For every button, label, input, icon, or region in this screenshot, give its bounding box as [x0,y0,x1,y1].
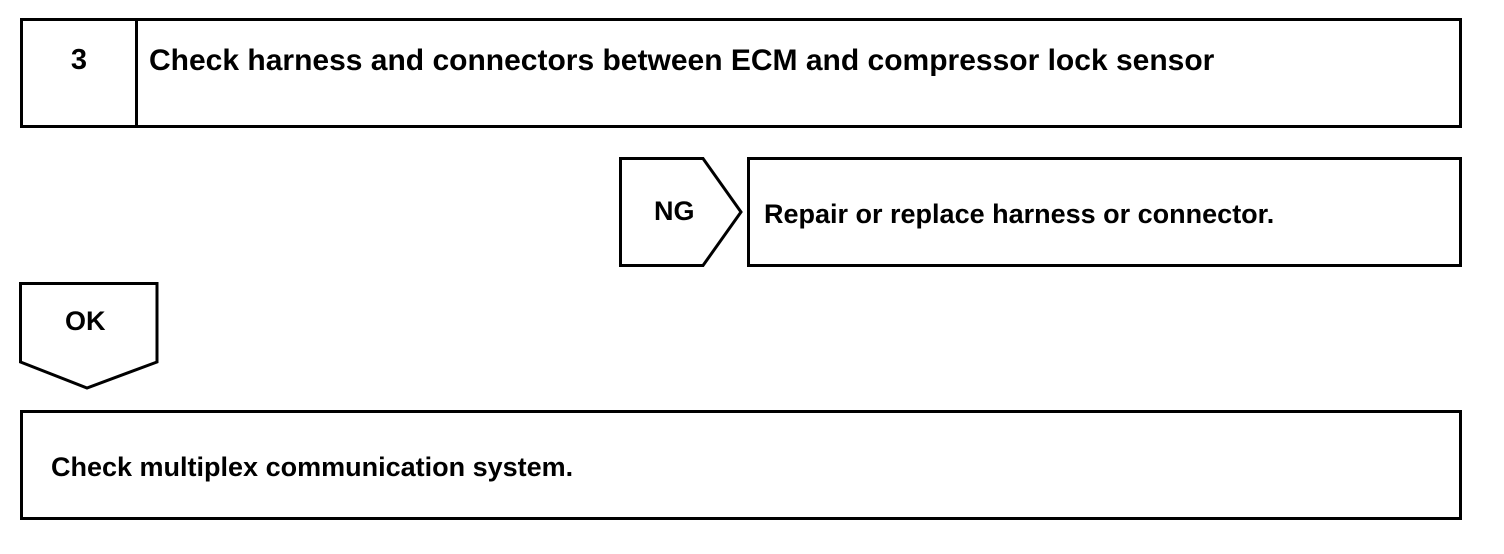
ok-label: OK [65,306,106,336]
ng-result-text: Repair or replace harness or connector. [764,199,1275,229]
ok-result-text: Check multiplex communication system. [51,452,574,482]
step-header-box: 3 Check harness and connectors between E… [20,18,1462,128]
ng-label: NG [654,196,695,226]
ok-result-box: Check multiplex communication system. [20,410,1462,520]
step-number-divider [135,21,138,125]
ng-arrow-icon [619,157,743,267]
ng-result-box: Repair or replace harness or connector. [747,157,1462,267]
ok-arrow-icon [19,282,159,390]
step-number: 3 [70,44,88,76]
step-title: Check harness and connectors between ECM… [149,44,1215,77]
